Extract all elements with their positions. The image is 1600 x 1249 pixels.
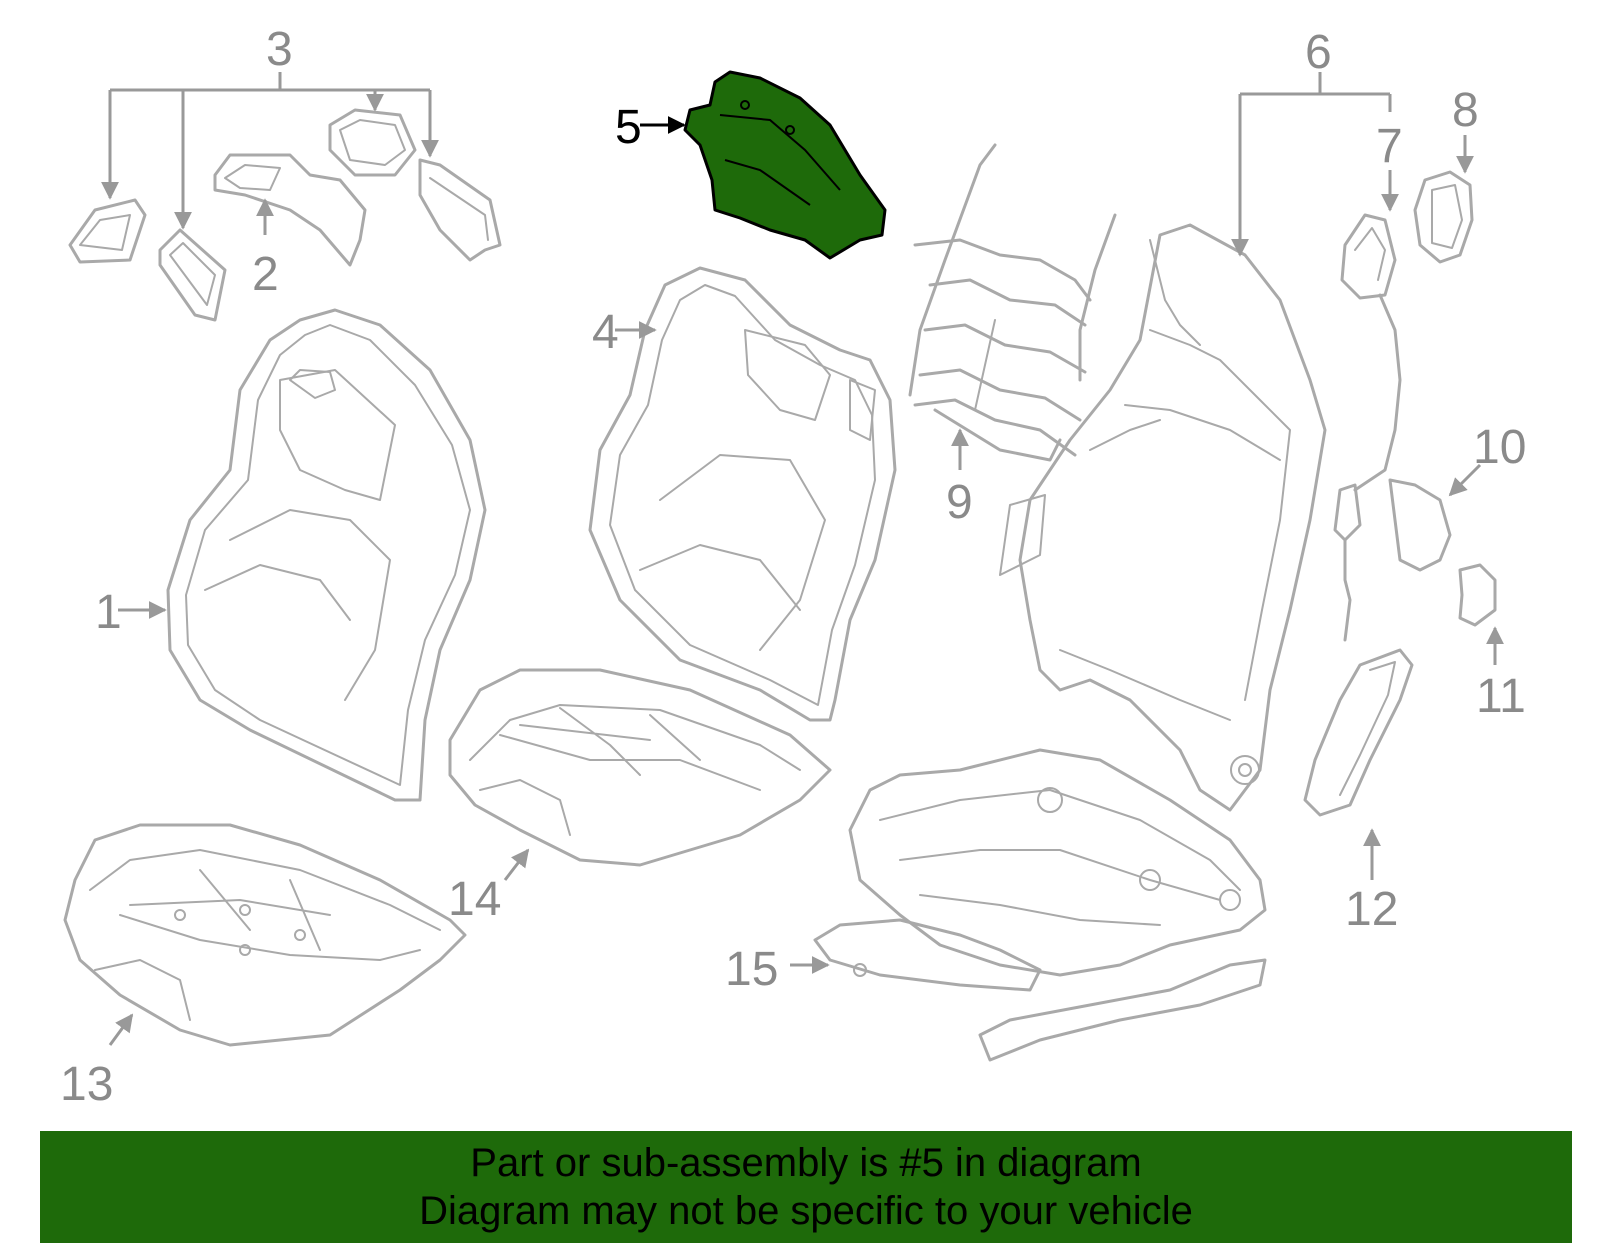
part-4-seat-back-pad[interactable] [588, 266, 897, 722]
label-5: 5 [615, 101, 642, 154]
part-5-shape [683, 70, 887, 260]
part-6-seat-back-frame[interactable] [999, 223, 1327, 812]
part-7-release-cable[interactable] [1333, 213, 1402, 642]
label-9: 9 [946, 476, 973, 529]
label-8: 8 [1452, 84, 1479, 137]
part-labels: 1 2 3 4 5 6 7 8 9 10 11 12 13 14 15 [60, 23, 1526, 1111]
label-4: 4 [592, 306, 619, 359]
label-15: 15 [725, 943, 778, 996]
label-1: 1 [95, 586, 122, 639]
label-11: 11 [1476, 670, 1526, 723]
leader-lines [101, 72, 1504, 1046]
part-9-spring-mat[interactable] [908, 143, 1117, 462]
banner-line-1: Part or sub-assembly is #5 in diagram [470, 1141, 1142, 1185]
info-banner: Part or sub-assembly is #5 in diagram Di… [40, 1131, 1572, 1243]
part-10-cover[interactable] [1388, 478, 1452, 572]
part-3-assembly[interactable] [68, 108, 502, 322]
label-10: 10 [1473, 421, 1526, 474]
part-15-seat-track[interactable] [813, 748, 1267, 1062]
label-7: 7 [1376, 120, 1403, 173]
label-12: 12 [1345, 883, 1398, 936]
part-13-cushion-cover[interactable] [63, 823, 467, 1047]
part-1-seat-back-cover[interactable] [166, 308, 487, 802]
label-2: 2 [252, 248, 279, 301]
part-12-side-panel[interactable] [1303, 648, 1414, 817]
label-14: 14 [448, 873, 501, 926]
label-3: 3 [266, 23, 293, 76]
part-5-highlighted[interactable] [683, 70, 887, 260]
banner-line-2: Diagram may not be specific to your vehi… [419, 1189, 1193, 1233]
part-11-cap[interactable] [1458, 563, 1497, 627]
label-13: 13 [60, 1058, 113, 1111]
part-8-trim[interactable] [1413, 170, 1474, 264]
label-6: 6 [1305, 26, 1332, 79]
part-14-cushion-pad[interactable] [448, 668, 832, 867]
